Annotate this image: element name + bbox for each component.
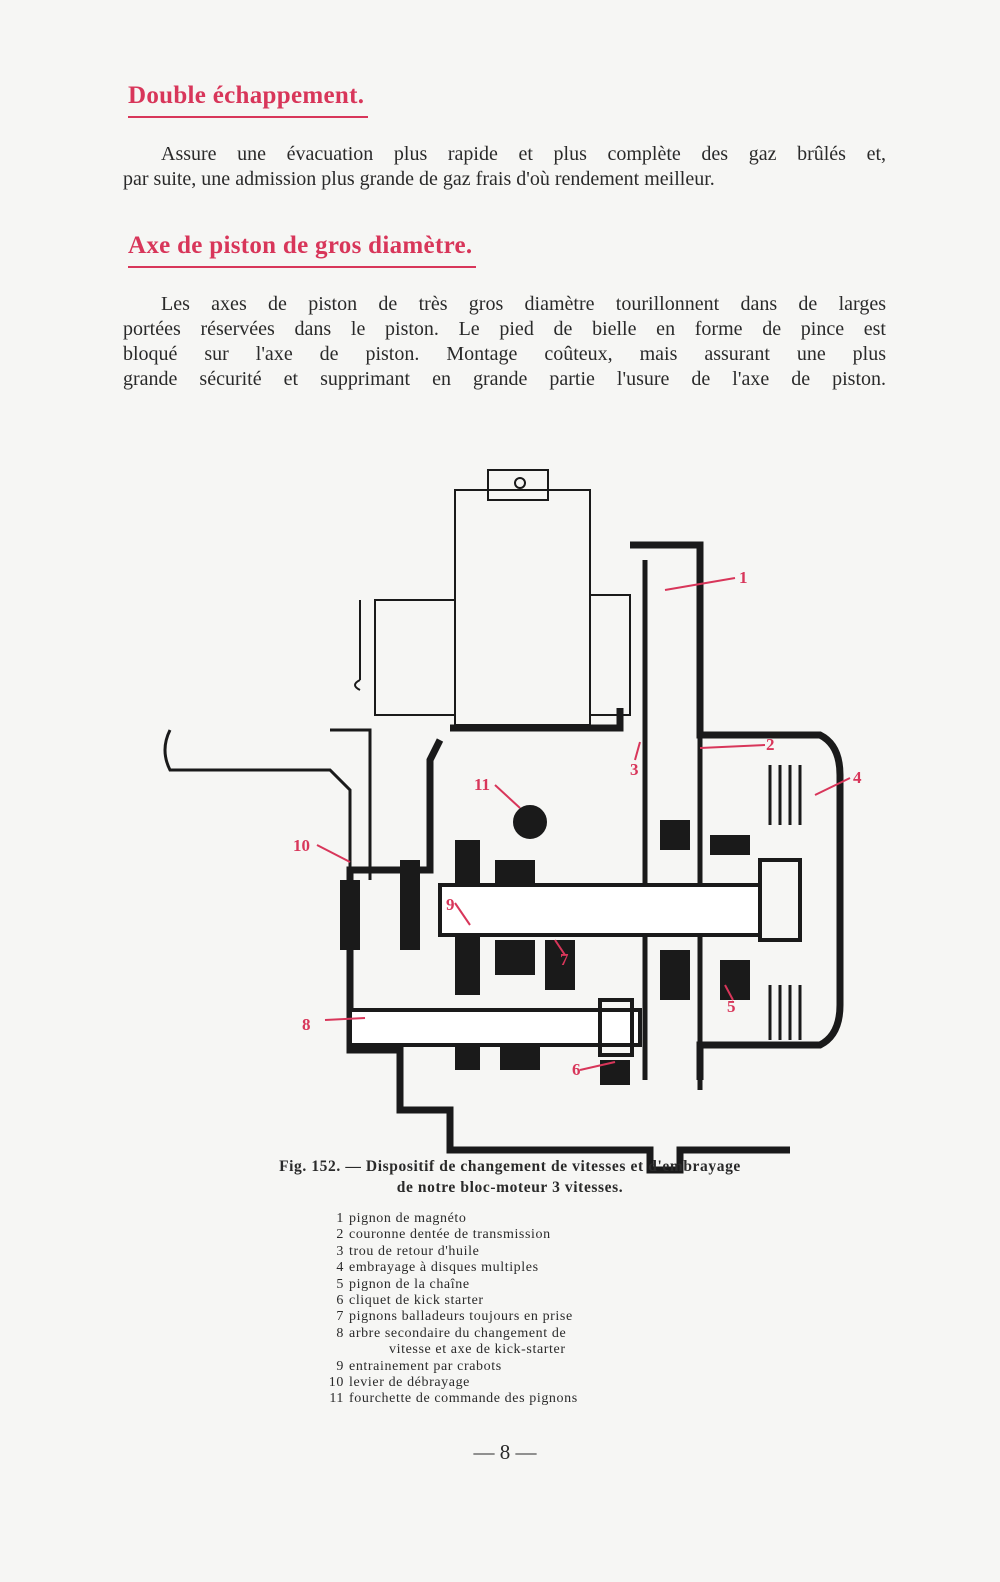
callout-1: 1 — [739, 568, 748, 587]
kick-lever — [163, 728, 372, 880]
legend-text: embrayage à disques multiples — [349, 1260, 539, 1276]
callout-2: 2 — [766, 735, 775, 754]
legend-text: pignon de la chaîne — [349, 1276, 470, 1292]
text-line: bloqué sur l'axe de piston. Montage coût… — [123, 343, 886, 365]
legend-number: 5 — [336, 1276, 344, 1292]
callout-11: 11 — [474, 775, 490, 794]
fork-pivot — [513, 805, 547, 839]
legend-number: 2 — [336, 1227, 344, 1243]
legend-item: 4 embrayage à disques multiples — [320, 1260, 578, 1276]
legend-item: 10 levier de débrayage — [320, 1375, 578, 1391]
legend-number: 7 — [336, 1309, 344, 1325]
text-line: Les axes de piston de très gros diamètre… — [161, 293, 886, 315]
legend-number: 3 — [336, 1243, 344, 1259]
legend-item: 2 couronne dentée de transmission — [320, 1227, 578, 1243]
legend-item: 3 trou de retour d'huile — [320, 1244, 578, 1260]
legend-number: 4 — [336, 1260, 344, 1276]
heading-axe-de-piston: Axe de piston de gros diamètre. — [128, 232, 477, 268]
legend-number: 8 — [336, 1325, 344, 1341]
page-number: — 8 — — [473, 1440, 537, 1464]
paragraph-axe-de-piston: Les axes de piston de très gros diamètre… — [123, 292, 886, 392]
callout-9: 9 — [446, 895, 455, 914]
text-line: grande sécurité et supprimant en grande … — [123, 368, 886, 390]
text-line: Assure une évacuation plus rapide et plu… — [161, 143, 886, 165]
legend-item-continuation: vitesse et axe de kick-starter — [389, 1342, 566, 1358]
text-line: par suite, une admission plus grande de … — [123, 168, 715, 190]
callout-4: 4 — [853, 768, 862, 787]
gears — [340, 820, 750, 1085]
figure-legend: 1 pignon de magnéto 2 couronne dentée de t… — [320, 1211, 578, 1408]
legend-item: 7 pignons balladeurs toujours en prise — [320, 1309, 578, 1325]
heading-underline — [128, 265, 477, 268]
secondary-shaft — [348, 1008, 642, 1047]
caption-line: Fig. 152. — Dispositif de changement de … — [279, 1158, 741, 1175]
paragraph-double-echappement: Assure une évacuation plus rapide et plu… — [123, 142, 886, 192]
legend-number: 10 — [328, 1375, 344, 1391]
magneto-body — [454, 489, 591, 726]
legend-text: couronne dentée de transmission — [349, 1227, 551, 1243]
legend-item: 5 pignon de la chaîne — [320, 1277, 578, 1293]
magneto-cap — [487, 469, 549, 501]
legend-text: pignon de magnéto — [349, 1211, 467, 1226]
callout-8: 8 — [302, 1015, 311, 1034]
legend-item: 11 fourchette de commande des pignons — [320, 1391, 578, 1407]
legend-text: cliquet de kick starter — [349, 1293, 484, 1309]
legend-text: fourchette de commande des pignons — [349, 1391, 578, 1407]
legend-text: trou de retour d'huile — [349, 1243, 480, 1259]
text-line: portées réservées dans le piston. Le pie… — [123, 318, 886, 340]
main-shaft — [438, 883, 762, 937]
legend-text: levier de débrayage — [349, 1375, 471, 1391]
legend-item: 6 cliquet de kick starter — [320, 1293, 578, 1309]
callout-10: 10 — [293, 836, 310, 855]
heading-text: Double échappement. — [128, 82, 365, 109]
callout-3: 3 — [630, 760, 639, 779]
legend-text: pignons balladeurs toujours en prise — [349, 1309, 573, 1325]
legend-item: 9 entrainement par crabots — [320, 1359, 578, 1375]
legend-item: 8 arbre secondaire du changement de — [320, 1326, 578, 1342]
legend-text: arbre secondaire du changement de — [349, 1325, 567, 1341]
clutch-plates — [768, 765, 802, 1040]
figure-caption: Fig. 152. — Dispositif de changement de … — [180, 1156, 840, 1198]
callout-7: 7 — [560, 950, 569, 969]
legend-number: 11 — [329, 1391, 344, 1407]
callout-6: 6 — [572, 1060, 581, 1079]
caption-line: de notre bloc-moteur 3 vitesses. — [396, 1179, 624, 1196]
legend-number: 6 — [336, 1293, 344, 1309]
legend-text: entrainement par crabots — [349, 1358, 502, 1374]
callout-5: 5 — [727, 997, 736, 1016]
callout-leaders — [316, 577, 851, 1071]
legend-item: 1 pignon de magnéto — [320, 1211, 578, 1227]
heading-text: Axe de piston de gros diamètre. — [128, 232, 473, 259]
legend-number: 9 — [336, 1358, 344, 1374]
heading-underline — [128, 115, 369, 118]
heading-double-echappement: Double échappement. — [128, 82, 369, 118]
legend-number: 1 — [336, 1211, 344, 1226]
